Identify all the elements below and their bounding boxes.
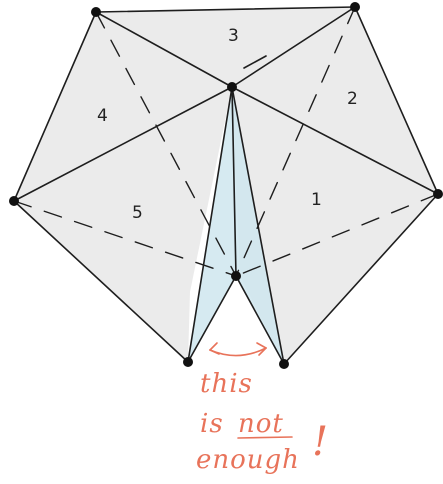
vertex-bottom-right	[279, 359, 289, 369]
region-label-2: 2	[347, 89, 358, 109]
face-5	[14, 87, 232, 362]
face-3	[96, 7, 355, 87]
annotation-is: is	[200, 409, 224, 439]
region-label-5: 5	[132, 203, 143, 223]
vertex-bottom-left	[183, 357, 193, 367]
region-label-1: 1	[311, 190, 322, 210]
annotation-not: not	[238, 409, 284, 439]
region-label-3: 3	[228, 26, 239, 46]
vertex-right	[433, 189, 443, 199]
annotation-enough: enough	[196, 445, 300, 475]
annotation-this: this	[200, 369, 253, 399]
vertices	[9, 2, 443, 369]
dashed-edges	[13, 6, 439, 277]
annotation-exclaim: !	[312, 419, 329, 465]
gap-arrow	[209, 342, 267, 357]
region-label-4: 4	[97, 106, 108, 126]
vertex-apex	[227, 82, 237, 92]
annotation-underline	[237, 436, 293, 439]
face-1	[232, 87, 438, 364]
face-4	[14, 12, 232, 201]
vertex-top-right	[350, 2, 360, 12]
vertex-left	[9, 196, 19, 206]
vertex-top-left	[91, 7, 101, 17]
vertex-center	[231, 271, 241, 281]
outer-edges	[13, 6, 439, 365]
highlighted-sliver	[188, 87, 284, 364]
